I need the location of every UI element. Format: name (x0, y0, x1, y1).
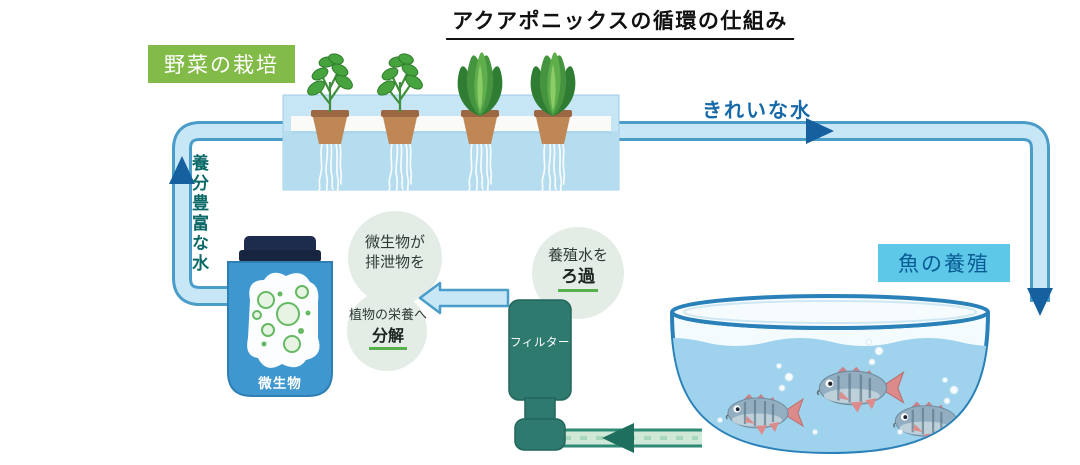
microbe-action-line2: 排泄物を (364, 253, 425, 272)
bubbles (717, 339, 959, 435)
microbe-cells (252, 285, 309, 353)
down-arrow-icon (1027, 288, 1053, 316)
decomposition-line1: 植物の栄養へ (348, 308, 427, 323)
filtration-line1: 養殖水を (547, 246, 608, 264)
diagram-title: アクアポニックスの循環の仕組み (446, 5, 794, 40)
left-arrow-icon (602, 423, 634, 453)
waste-water-pipe (558, 423, 702, 453)
nutrient-water-pipe (169, 121, 290, 306)
clean-water-pipe (612, 118, 1053, 316)
clean-water-label: きれいな水 (702, 98, 812, 122)
filter-to-jar-arrow (418, 281, 510, 315)
filter-unit (508, 299, 572, 451)
nutrient-rich-water-label: 養分豊富な水 (188, 154, 208, 274)
microbe-jar (227, 236, 333, 397)
up-arrow-icon (169, 156, 195, 184)
fish-tank (670, 294, 990, 455)
filtration-annotation-circle (532, 227, 624, 319)
microbe-action-annotation: 微生物が 排泄物を (347, 232, 443, 273)
filtration-annotation: 養殖水を ろ過 (530, 246, 626, 292)
right-arrow-icon (806, 118, 834, 144)
jar-lid (244, 236, 316, 254)
microbes-label: 微生物 (258, 376, 302, 392)
tank-rim (670, 294, 990, 330)
vegetable-cultivation-badge: 野菜の栽培 (148, 45, 295, 83)
microbe-annotation-circle (348, 211, 442, 305)
annotation-circles (347, 211, 624, 371)
fish-farming-badge: 魚の養殖 (878, 244, 1010, 282)
decomposition-annotation: 植物の栄養へ 分解 (341, 307, 435, 351)
microbe-action-line1: 微生物が (364, 233, 425, 251)
filtration-line2: ろ過 (558, 266, 598, 292)
raft-board (291, 116, 611, 131)
grow-bed (282, 51, 620, 193)
decomposition-line2: 分解 (368, 325, 407, 351)
decompose-annotation-circle (347, 291, 427, 371)
filter-label: フィルター (510, 335, 570, 349)
